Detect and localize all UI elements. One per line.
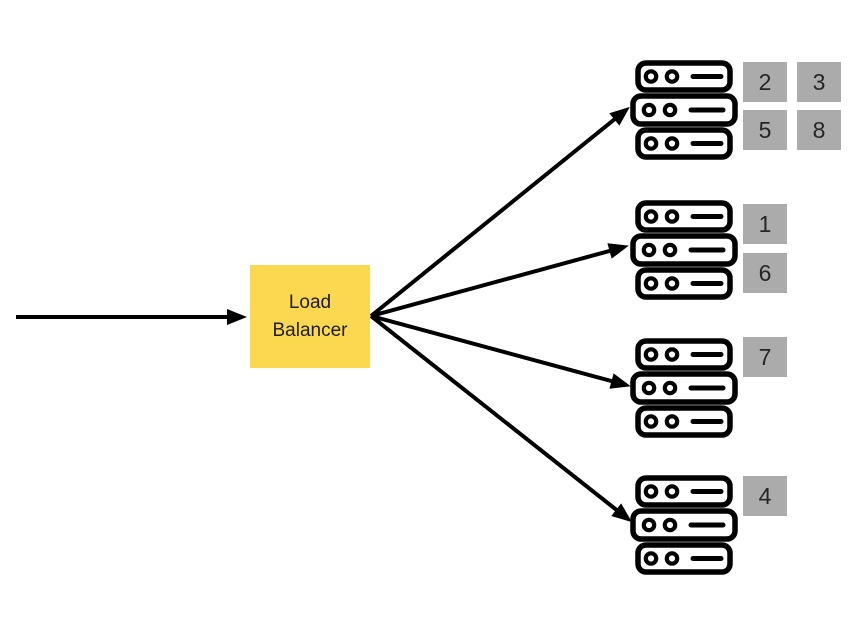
server-rack-icon	[630, 60, 738, 160]
request-box: 7	[743, 337, 787, 377]
server-rack-icon	[630, 200, 738, 300]
request-box: 2	[743, 62, 787, 102]
request-box: 5	[743, 110, 787, 150]
load-balancer-label-line2: Balancer	[272, 319, 348, 341]
server-rack-icon	[630, 475, 738, 575]
server-rack-icon	[630, 338, 738, 438]
request-box: 8	[797, 110, 841, 150]
arrow-to-server-3	[370, 314, 631, 389]
arrow-to-server-2	[370, 243, 629, 318]
request-box: 3	[797, 62, 841, 102]
request-box: 1	[743, 204, 787, 244]
load-balancer-label-line1: Load	[288, 291, 332, 313]
request-box: 4	[743, 476, 787, 516]
arrow-to-server-1	[369, 106, 630, 318]
load-balancer-node: Load Balancer	[250, 265, 370, 368]
request-box: 6	[743, 253, 787, 293]
arrow-to-server-4	[369, 314, 632, 523]
